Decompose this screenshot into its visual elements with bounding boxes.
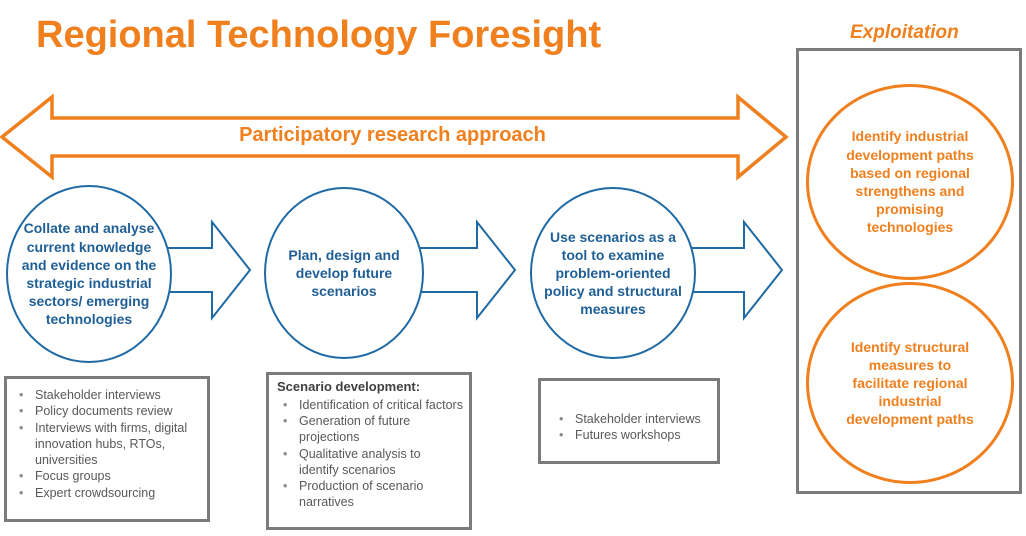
step-circle-3-text: Use scenarios as a tool to examine probl… <box>544 228 682 318</box>
list-item: Production of scenario narratives <box>283 478 463 511</box>
method-box-1: Stakeholder interviews Policy documents … <box>4 376 210 522</box>
step-circle-1-text: Collate and analyse current knowledge an… <box>21 220 157 328</box>
exploitation-circle-1: Identify industrial development paths ba… <box>806 84 1014 280</box>
list-item: Generation of future projections <box>283 413 463 446</box>
exploitation-label: Exploitation <box>850 22 959 43</box>
list-item: Stakeholder interviews <box>19 387 201 404</box>
step-circle-3: Use scenarios as a tool to examine probl… <box>530 187 696 359</box>
method-box-2: Scenario development: Identification of … <box>266 372 472 530</box>
step-circle-2-text: Plan, design and develop future scenario… <box>288 246 400 300</box>
banner-label: Participatory research approach <box>239 124 546 146</box>
step-circle-2: Plan, design and develop future scenario… <box>264 187 424 359</box>
list-item: Futures workshops <box>559 427 711 444</box>
box-header: Scenario development: <box>277 379 421 394</box>
list-item: Qualitative analysis to identify scenari… <box>283 446 463 479</box>
list-item: Expert crowdsourcing <box>19 485 201 502</box>
list-item: Focus groups <box>19 468 201 485</box>
method-box-3: Stakeholder interviews Futures workshops <box>538 378 720 464</box>
exploitation-circle-2: Identify structural measures to facilita… <box>806 282 1014 484</box>
list-item: Policy documents review <box>19 403 201 420</box>
double-arrow-banner <box>0 93 789 181</box>
exploitation-frame <box>796 48 1022 494</box>
exploitation-circle-1-text: Identify industrial development paths ba… <box>846 128 974 236</box>
list-item: Stakeholder interviews <box>559 411 711 428</box>
list-item: Interviews with firms, digital innovatio… <box>19 420 201 469</box>
list-item: Identification of critical factors <box>283 397 463 414</box>
step-circle-1: Collate and analyse current knowledge an… <box>6 185 172 363</box>
page-title: Regional Technology Foresight <box>36 14 602 56</box>
exploitation-circle-2-text: Identify structural measures to facilita… <box>846 338 974 428</box>
process-arrow-3 <box>680 219 784 321</box>
